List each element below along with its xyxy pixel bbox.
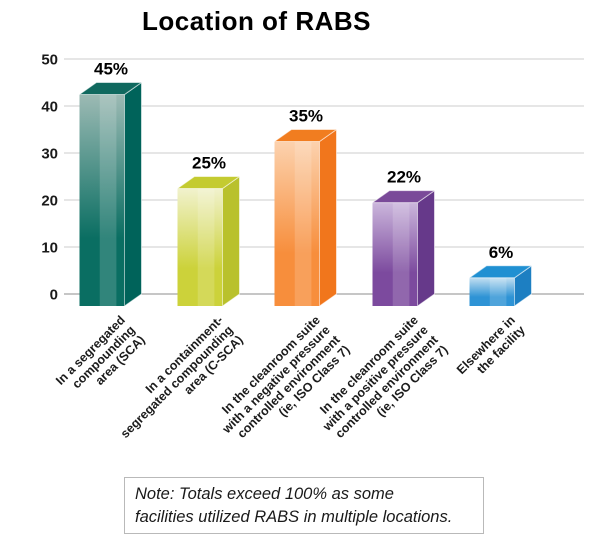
bar-front-highlight	[294, 141, 312, 306]
bar-top-face	[467, 265, 534, 279]
bar-front-highlight	[392, 202, 410, 306]
bar-front-highlight	[489, 277, 507, 306]
bar-side-face	[222, 175, 240, 307]
bar-front-highlight	[197, 188, 215, 306]
bar-value-label: 25%	[192, 154, 226, 173]
bar-top-face	[175, 176, 242, 189]
bar-top-face	[370, 190, 437, 204]
y-tick-label: 50	[41, 52, 58, 69]
bar-front-highlight	[99, 94, 117, 306]
bar-yellow-green: 25%	[175, 154, 242, 307]
bar-top-face	[272, 129, 339, 142]
bar-blue: 6%	[467, 243, 534, 307]
y-tick-label: 20	[41, 193, 58, 210]
bar-value-label: 45%	[94, 60, 128, 79]
note-box: Note: Totals exceed 100% as some facilit…	[124, 477, 484, 534]
y-tick-label: 10	[41, 240, 58, 257]
note-text: Note: Totals exceed 100% as some facilit…	[135, 484, 453, 526]
bar-top-face	[77, 82, 144, 95]
bar-front-face	[79, 94, 125, 306]
bar-side-face	[124, 81, 142, 307]
bar-value-label: 6%	[489, 243, 514, 262]
bar-front-face	[177, 188, 223, 306]
bar-value-label: 35%	[289, 107, 323, 126]
bar-teal: 45%	[77, 60, 144, 307]
chart-canvas: 0 10 20 30 40 50 45% 25% 35% 22% 6%	[41, 52, 584, 307]
bar-side-face	[319, 128, 337, 307]
bar-front-face	[469, 277, 515, 306]
bar-front-face	[372, 202, 418, 306]
bar-value-label: 22%	[387, 168, 421, 187]
bar-side-face	[417, 189, 435, 307]
bar-purple: 22%	[370, 168, 437, 307]
y-tick-label: 30	[41, 146, 58, 163]
bar-orange: 35%	[272, 107, 339, 307]
bar-front-face	[274, 141, 320, 306]
y-tick-label: 40	[41, 99, 58, 116]
chart-title: Location of RABS	[142, 6, 371, 36]
y-tick-label: 0	[50, 287, 58, 304]
